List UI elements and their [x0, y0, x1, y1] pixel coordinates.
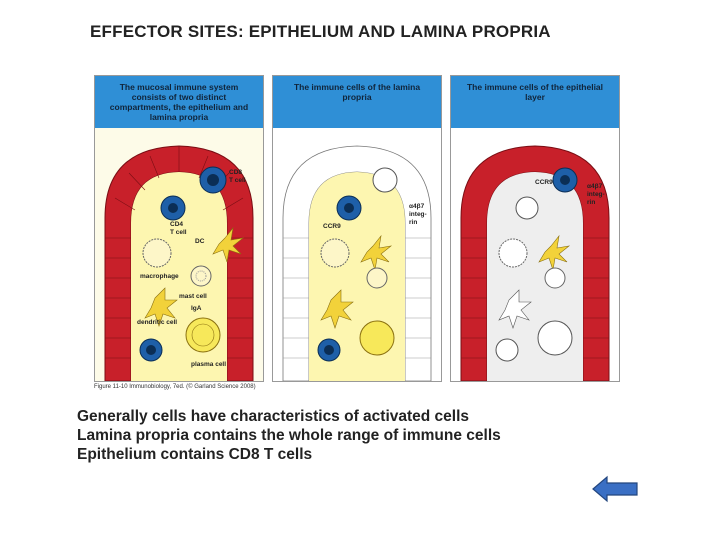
- bullet-item: Lamina propria contains the whole range …: [77, 427, 501, 444]
- back-button[interactable]: [591, 475, 639, 503]
- label-cd8: CD8: [229, 169, 242, 176]
- panel-heading: The mucosal immune system consists of tw…: [95, 76, 263, 128]
- panel-lamina-propria: The immune cells of the lamina propria C…: [272, 75, 442, 382]
- panel-heading: The immune cells of the lamina propria: [273, 76, 441, 128]
- villus-diagram-epithelial: CCR9 α4β7 integ- rin: [451, 128, 619, 381]
- label-ccr9-epithelial: CCR9: [535, 179, 553, 186]
- villus-diagram-full: CD8 T cell CD4 T cell DC macrophage mast…: [95, 128, 263, 381]
- label-integrin-epithelial-3: rin: [587, 199, 595, 206]
- slide-title: EFFECTOR SITES: EPITHELIUM AND LAMINA PR…: [90, 22, 551, 41]
- bullet-item: Generally cells have characteristics of …: [77, 408, 470, 425]
- label-iga: IgA: [191, 305, 202, 312]
- label-integrin-epithelial-2: integ-: [587, 191, 605, 198]
- label-integrin-2: integ-: [409, 211, 427, 218]
- label-macrophage: macrophage: [140, 273, 179, 280]
- left-arrow-icon: [592, 475, 638, 503]
- label-cd4-t-cell: T cell: [170, 229, 187, 236]
- label-integrin-epithelial: α4β7: [587, 183, 603, 190]
- label-t-cell: T cell: [229, 177, 246, 184]
- label-integrin-3: rin: [409, 219, 417, 226]
- villus-figure: The mucosal immune system consists of tw…: [94, 75, 626, 395]
- panel-compartments: The mucosal immune system consists of tw…: [94, 75, 264, 382]
- label-dc: DC: [195, 238, 205, 245]
- label-dendritic-cell: dendritic cell: [137, 319, 177, 326]
- bullet-item: Epithelium contains CD8 T cells: [77, 446, 313, 463]
- label-mast-cell: mast cell: [179, 293, 207, 300]
- figure-caption: Figure 11-10 Immunobiology, 7ed. (© Garl…: [94, 384, 256, 390]
- panel-epithelial-layer: The immune cells of the epithelial layer…: [450, 75, 620, 382]
- label-ccr9: CCR9: [323, 223, 341, 230]
- panel-heading: The immune cells of the epithelial layer: [451, 76, 619, 128]
- villus-diagram-lamina: CCR9 α4β7 integ- rin: [273, 128, 441, 381]
- label-integrin: α4β7: [409, 203, 425, 210]
- bullet-list: Generally cells have characteristics of …: [77, 407, 501, 464]
- label-cd4: CD4: [170, 221, 183, 228]
- label-plasma-cell: plasma cell: [191, 361, 226, 368]
